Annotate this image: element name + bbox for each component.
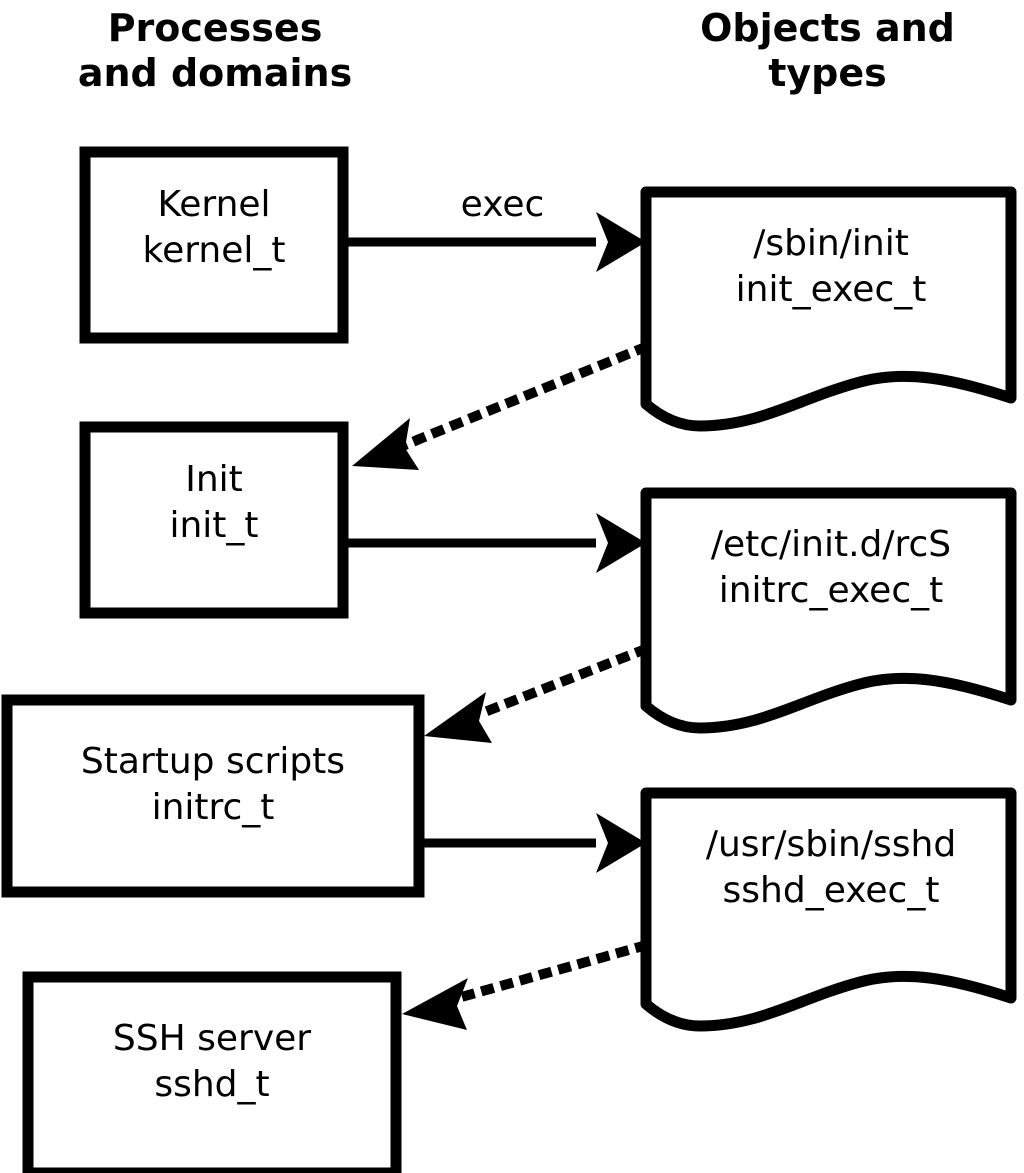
process-box-init[interactable] xyxy=(79,421,349,619)
process-box-kernel[interactable] xyxy=(79,146,349,344)
edge-init-to-initrc-exec xyxy=(343,513,646,573)
process-box-initrc[interactable] xyxy=(1,694,425,898)
edge-initrc-exec-to-initrc xyxy=(424,643,650,743)
edge-label-exec: exec xyxy=(460,184,545,225)
object-doc-init-exec[interactable] xyxy=(640,186,1017,432)
edge-initrc-to-sshd-exec xyxy=(419,813,646,873)
object-doc-sshd-exec[interactable] xyxy=(640,787,1017,1032)
process-box-sshd[interactable] xyxy=(22,971,402,1173)
column-header-processes: Processes and domains xyxy=(77,6,353,95)
edge-sshd-exec-to-sshd xyxy=(402,939,650,1030)
object-doc-initrc-exec[interactable] xyxy=(640,487,1017,734)
column-header-objects: Objects and types xyxy=(700,6,955,95)
edge-kernel-exec-init-exec xyxy=(343,212,646,272)
edge-init-exec-to-init xyxy=(352,341,650,470)
